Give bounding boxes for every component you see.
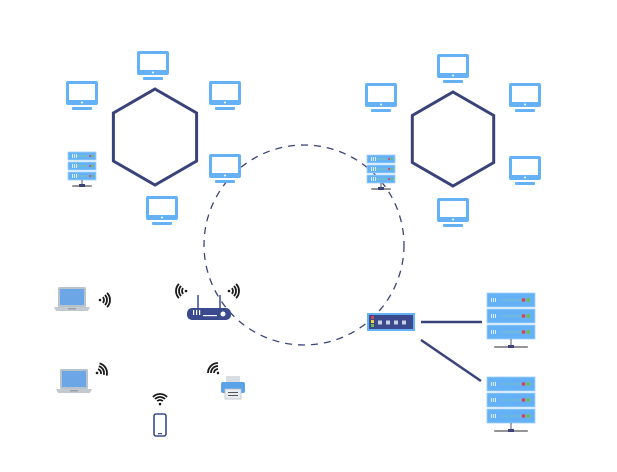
monitor-icon (137, 51, 169, 80)
server-icon (67, 151, 97, 187)
wifi-signal-icon (95, 362, 108, 376)
monitor-icon (509, 83, 541, 112)
server-icon (486, 376, 536, 432)
server-icon (486, 292, 536, 348)
monitor-icon (66, 81, 98, 110)
wifi-signal-icon (98, 292, 111, 308)
wifi-signal-icon (175, 283, 188, 299)
laptop-icon (56, 369, 92, 393)
wifi-signal-icon (227, 283, 240, 299)
router-icon (187, 295, 231, 320)
monitor-icon (146, 196, 178, 225)
server-icon (366, 154, 396, 190)
monitor-icon (509, 156, 541, 185)
backbone-ring (203, 144, 405, 346)
right-hexagon-ring (410, 90, 496, 188)
monitor-icon (209, 154, 241, 183)
network-switch-icon (367, 313, 415, 331)
printer-icon (221, 376, 245, 400)
wifi-signal-icon (207, 362, 220, 375)
left-hexagon-ring (111, 87, 199, 187)
switch-link (420, 338, 482, 383)
smartphone-icon (153, 413, 167, 437)
laptop-icon (54, 287, 90, 311)
monitor-icon (437, 54, 469, 83)
wifi-signal-icon (152, 393, 168, 406)
monitor-icon (437, 198, 469, 227)
monitor-icon (209, 81, 241, 110)
monitor-icon (365, 83, 397, 112)
